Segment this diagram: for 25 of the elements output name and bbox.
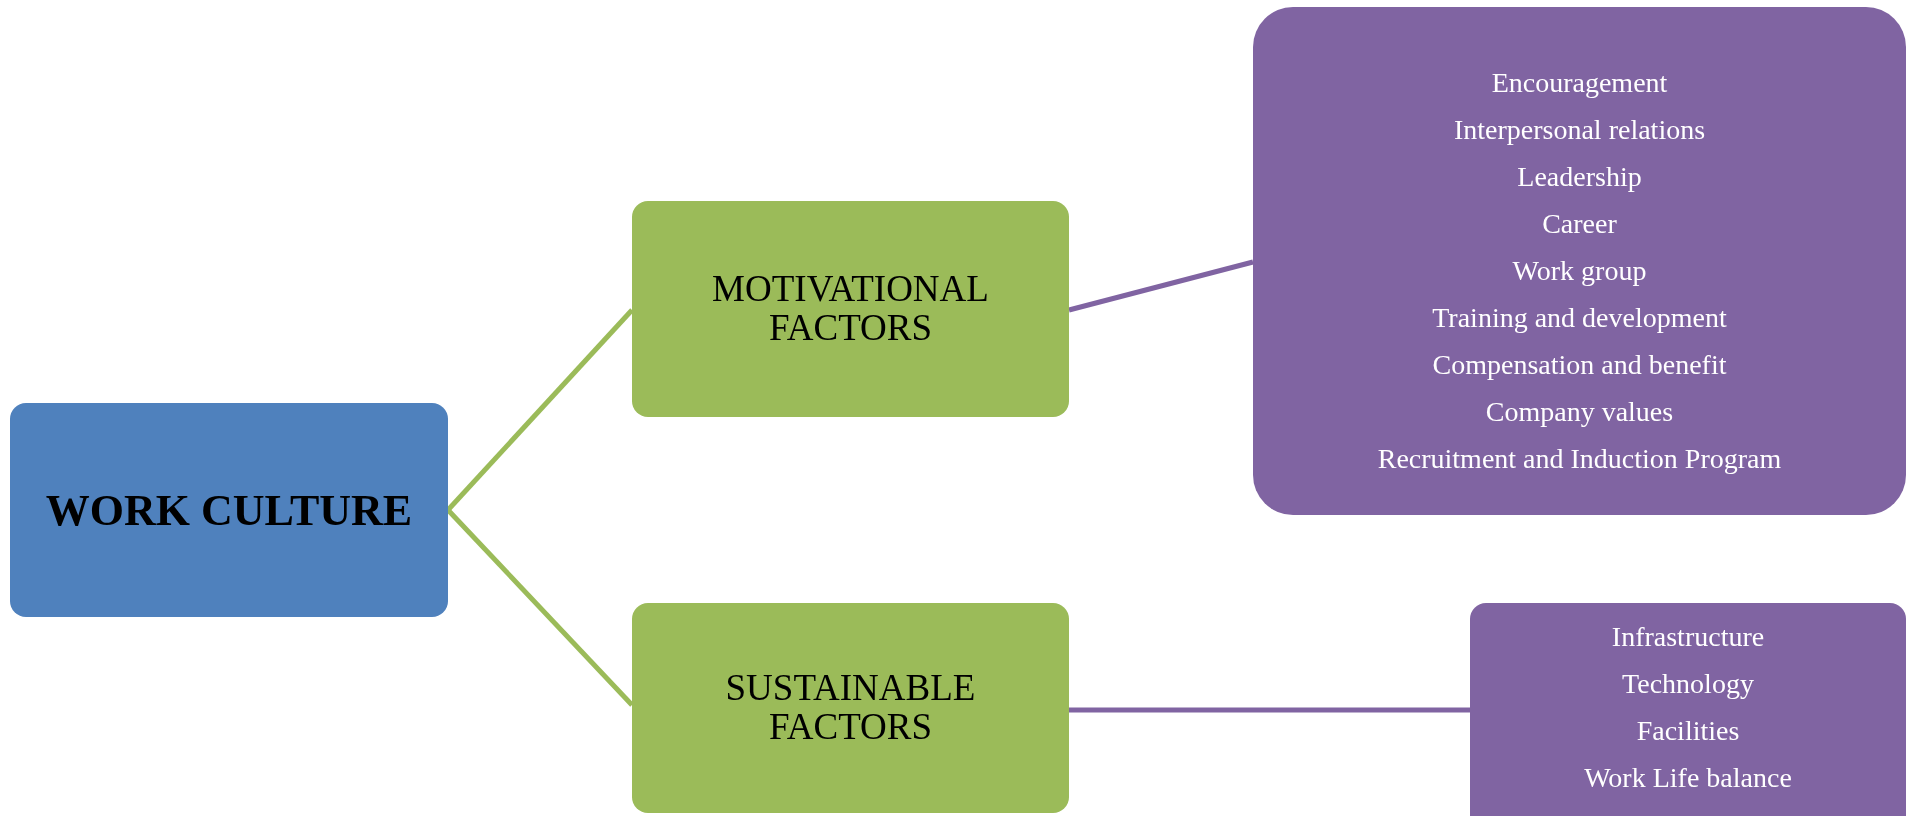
connector-line <box>1068 259 1254 313</box>
node-text: Facilities <box>1636 714 1740 748</box>
root-box <box>10 403 448 617</box>
node-text: Training and development <box>1432 301 1727 335</box>
node-text: SUSTAINABLE FACTORS <box>724 669 977 747</box>
node-text: Interpersonal relations <box>1453 113 1706 147</box>
connector-line <box>446 308 634 512</box>
list-box <box>1253 7 1906 515</box>
node-text: Recruitment and Induction Program <box>1377 442 1782 476</box>
factor-box <box>632 603 1069 813</box>
node-text: Leadership <box>1517 160 1642 194</box>
node-text: Technology <box>1622 667 1754 701</box>
node-text: Company values <box>1485 395 1674 429</box>
factor-box <box>632 201 1069 417</box>
node-text: Work Life balance <box>1584 761 1792 795</box>
node-text: Career <box>1542 207 1617 241</box>
node-text: WORK CULTURE <box>45 484 413 537</box>
connector-line <box>1069 707 1470 713</box>
node-text: MOTIVATIONAL FACTORS <box>711 270 990 348</box>
node-text: Compensation and benefit <box>1432 348 1727 382</box>
node-text: Work group <box>1512 254 1647 288</box>
node-text: Encouragement <box>1491 66 1668 100</box>
list-box <box>1470 603 1906 816</box>
connector-line <box>446 508 634 707</box>
node-text: Infrastructure <box>1611 620 1765 654</box>
